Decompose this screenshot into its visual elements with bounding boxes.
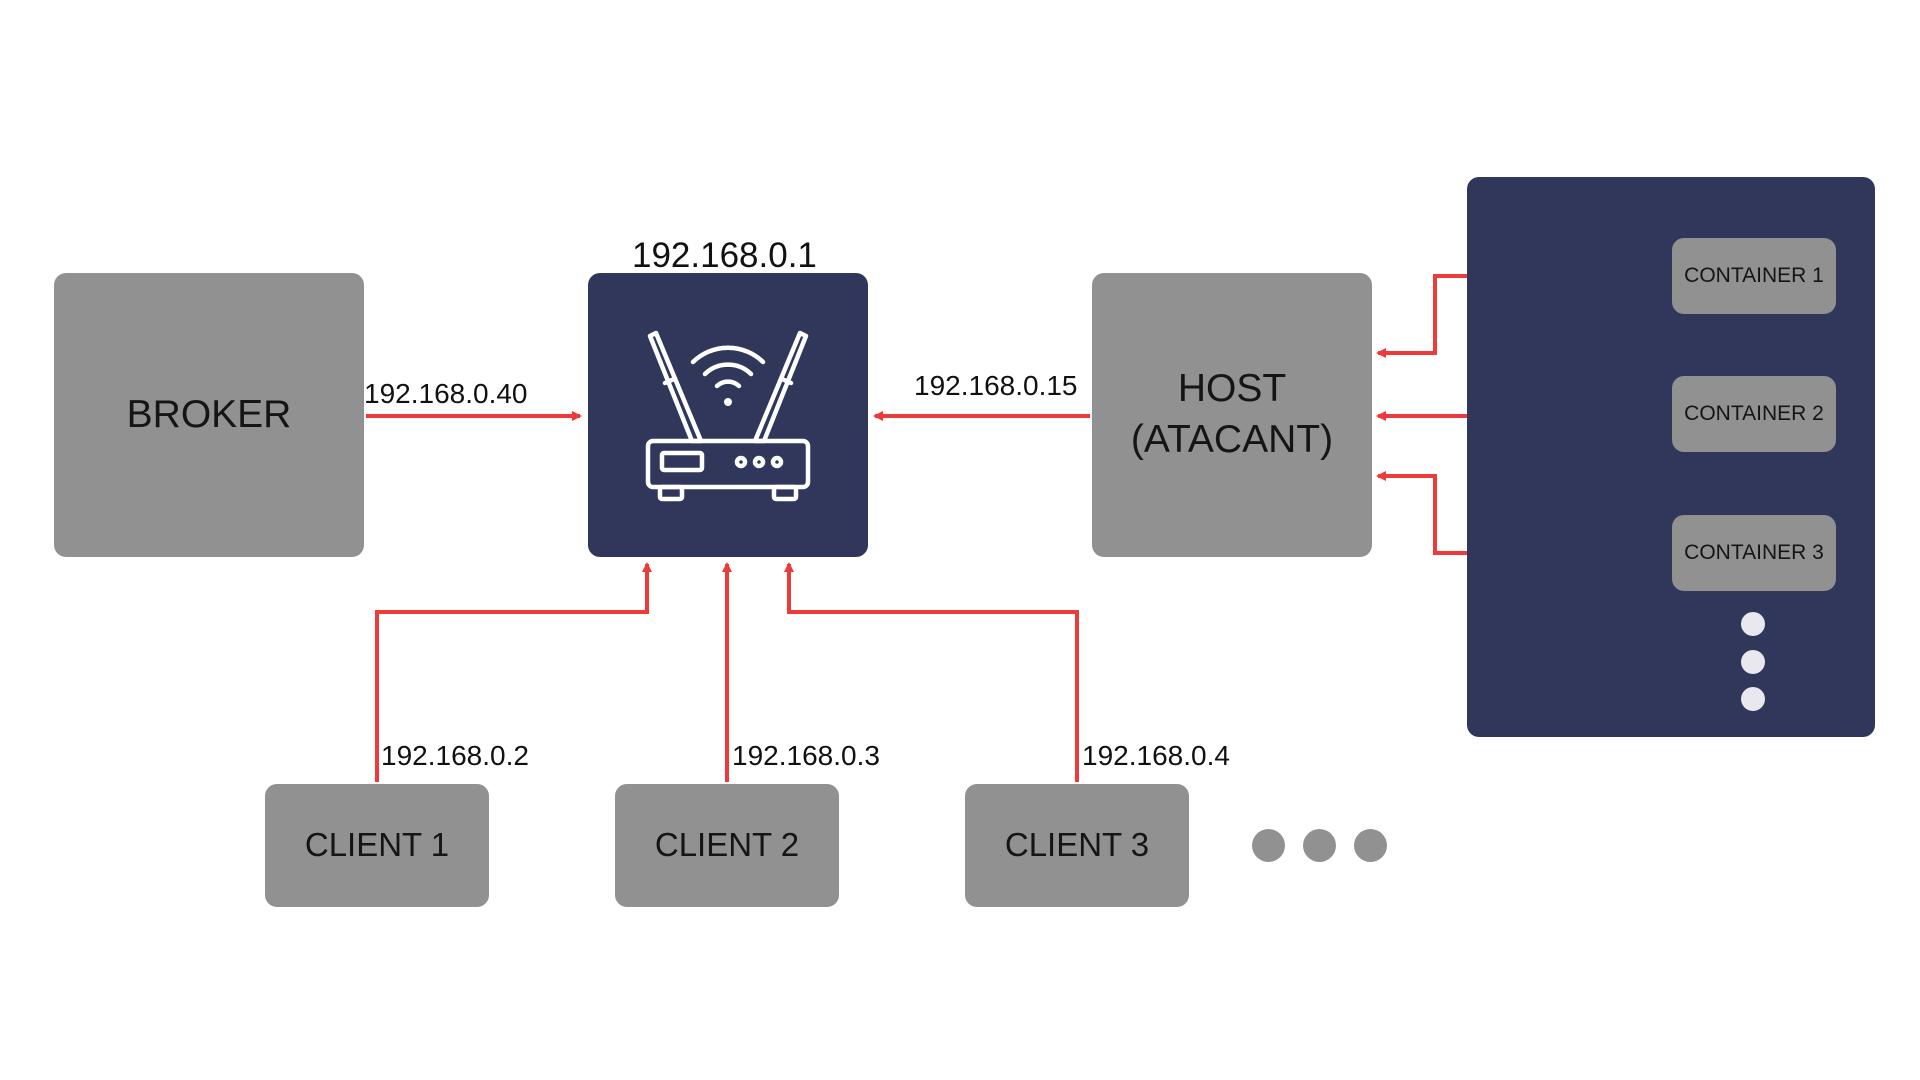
- client-2-node: CLIENT 2: [615, 784, 839, 907]
- host-ip-label: 192.168.0.15: [914, 370, 1078, 401]
- broker-ip-label: 192.168.0.40: [364, 378, 528, 409]
- client-1-node: CLIENT 1: [265, 784, 489, 907]
- client-2-ip-label: 192.168.0.3: [732, 740, 880, 771]
- broker-label: BROKER: [126, 392, 292, 436]
- more-containers-dot: [1741, 687, 1765, 711]
- more-clients-dot: [1303, 829, 1336, 862]
- client3-to-router-link: [784, 562, 1079, 782]
- router-node: [588, 273, 868, 557]
- more-clients-dot: [1252, 829, 1285, 862]
- container-1-label: CONTAINER 1: [1684, 264, 1824, 288]
- more-containers-dot: [1741, 650, 1765, 674]
- more-containers-dot: [1741, 612, 1765, 636]
- container-2: CONTAINER 2: [1672, 376, 1836, 452]
- container-2-label: CONTAINER 2: [1684, 402, 1824, 426]
- router-ip-label: 192.168.0.1: [632, 236, 817, 275]
- more-clients-dot: [1354, 829, 1387, 862]
- host-node: HOST (ATACANT): [1092, 273, 1372, 557]
- host-label: HOST (ATACANT): [1130, 367, 1334, 461]
- client-1-label: CLIENT 1: [304, 826, 450, 864]
- client1-to-router-link: [375, 562, 652, 782]
- broker-node: BROKER: [54, 273, 364, 557]
- container-3: CONTAINER 3: [1672, 515, 1836, 591]
- wifi-router-icon: [645, 330, 811, 502]
- client-3-node: CLIENT 3: [965, 784, 1189, 907]
- container-3-label: CONTAINER 3: [1684, 541, 1824, 565]
- client-3-ip-label: 192.168.0.4: [1082, 740, 1230, 771]
- client-1-ip-label: 192.168.0.2: [381, 740, 529, 771]
- client-3-label: CLIENT 3: [1004, 826, 1150, 864]
- container-1: CONTAINER 1: [1672, 238, 1836, 314]
- client-2-label: CLIENT 2: [654, 826, 800, 864]
